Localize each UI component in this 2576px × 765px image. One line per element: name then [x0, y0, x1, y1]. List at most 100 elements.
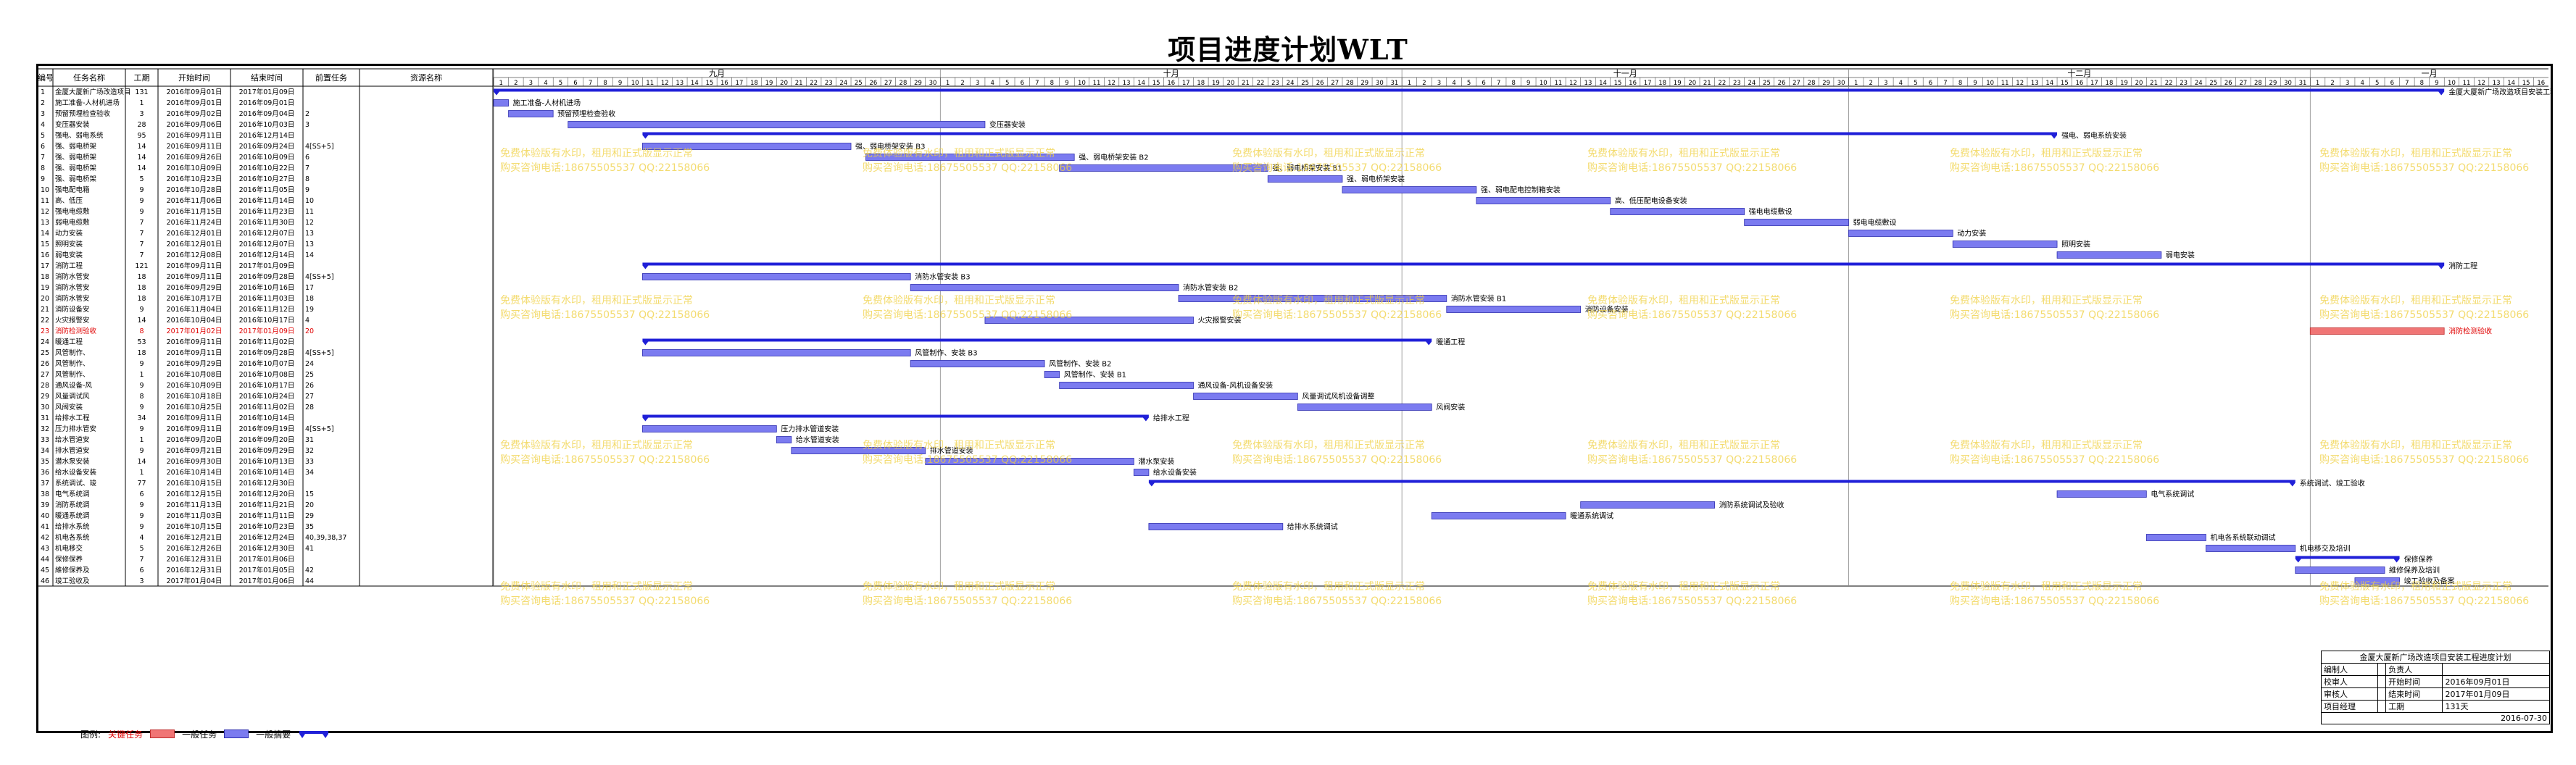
day-label: 4 [1899, 80, 1903, 87]
table-cell: 排水管道安 [55, 446, 90, 455]
bar-label: 电气系统调试 [2151, 490, 2194, 499]
table-cell: 34 [305, 469, 314, 477]
table-cell: 19 [41, 284, 49, 292]
day-label: 4 [2360, 80, 2364, 87]
table-cell: 27 [305, 393, 314, 401]
day-label: 9 [1973, 80, 1977, 87]
table-cell: 5 [41, 132, 45, 140]
day-label: 13 [2493, 80, 2501, 87]
day-label: 21 [795, 80, 803, 87]
table-cell: 2016年11月13日 [167, 501, 223, 509]
summary-bar [1148, 480, 2295, 487]
info-cell: 结束时间 [2385, 687, 2443, 701]
summary-bar [642, 132, 2058, 139]
table-cell: 2 [41, 99, 45, 107]
table-cell: 风管制作、 [55, 348, 90, 357]
day-label: 19 [1212, 80, 1220, 87]
day-label: 19 [2120, 80, 2128, 87]
task-bar [642, 349, 911, 356]
table-cell: 23 [41, 327, 49, 335]
table-cell: 9 [139, 186, 144, 194]
table-cell: 照明安装 [55, 240, 83, 248]
table-cell: 给水管道安 [55, 435, 90, 444]
day-label: 29 [2269, 80, 2277, 87]
day-label: 21 [2150, 80, 2158, 87]
table-cell: 系统调试、竣 [55, 479, 97, 488]
info-cell: 审核人 [2320, 687, 2379, 701]
table-cell: 2016年10月09日 [239, 153, 295, 162]
bar-label: 给排水系统调试 [1287, 522, 1338, 532]
day-label: 27 [1331, 80, 1339, 87]
day-label: 17 [736, 80, 744, 87]
table-cell: 2016年11月24日 [167, 218, 223, 227]
day-label: 25 [1301, 80, 1309, 87]
day-label: 23 [1733, 80, 1741, 87]
table-cell: 2017年01月02日 [167, 327, 223, 335]
bar-label: 消防工程 [2448, 262, 2477, 271]
table-cell: 9 [139, 197, 144, 205]
table-cell: 77 [137, 480, 146, 488]
day-label: 5 [2375, 80, 2379, 87]
table-cell: 4 [41, 121, 45, 129]
table-cell: 8 [139, 393, 144, 401]
table-cell: 2017年01月09日 [239, 88, 295, 96]
day-label: 10 [1078, 80, 1086, 87]
table-cell: 预留预埋检查验收 [55, 109, 111, 118]
table-cell: 风量调试风 [55, 392, 90, 401]
day-label: 10 [2448, 80, 2456, 87]
day-label: 26 [2224, 80, 2232, 87]
table-cell: 给排水工程 [55, 414, 90, 422]
day-label: 14 [691, 80, 699, 87]
day-label: 4 [544, 80, 547, 87]
table-cell: 32 [41, 425, 49, 433]
bar-label: 消防水管安装 B2 [1183, 283, 1238, 293]
day-label: 20 [2135, 80, 2143, 87]
table-cell: 动力安装 [55, 229, 83, 238]
table-cell: 暖通工程 [55, 338, 83, 346]
table-cell: 2016年09月29日 [167, 283, 223, 292]
task-bar [1044, 371, 1060, 378]
table-cell: 2016年12月21日 [167, 533, 223, 542]
bar-label: 金厦大厦新广场改造项目安装工程 [2448, 88, 2551, 97]
table-cell: 9 [305, 186, 309, 194]
day-label: 9 [1526, 80, 1530, 87]
day-label: 21 [1242, 80, 1250, 87]
table-cell: 18 [305, 295, 314, 303]
table-cell: 16 [41, 251, 49, 259]
table-cell: 2016年09月11日 [167, 131, 223, 140]
task-bar [1133, 469, 1150, 476]
table-cell: 2016年11月03日 [239, 294, 295, 303]
day-label: 12 [2016, 80, 2024, 87]
table-cell: 变压器安装 [55, 120, 90, 129]
day-label: 30 [1837, 80, 1845, 87]
bar-label: 变压器安装 [989, 120, 1026, 130]
bar-label: 系统调试、竣工验收 [2300, 479, 2365, 488]
day-label: 30 [2284, 80, 2292, 87]
project-info-table: 金厦大厦新广场改造项目安装工程进度计划 编制人 负责人 校审人 开始时间 201… [2320, 651, 2550, 724]
table-cell: 9 [139, 523, 144, 531]
day-label: 24 [1287, 80, 1295, 87]
table-cell: 14 [305, 251, 314, 259]
table-cell: 3 [41, 110, 45, 118]
info-title: 金厦大厦新广场改造项目安装工程进度计划 [2321, 651, 2550, 664]
day-label: 12 [661, 80, 669, 87]
day-label: 11 [1554, 80, 1562, 87]
day-label: 7 [2405, 80, 2409, 87]
table-cell: 13 [305, 230, 314, 238]
table-cell: 6 [139, 567, 144, 574]
day-label: 9 [1065, 80, 1068, 87]
day-label: 3 [976, 80, 979, 87]
table-cell: 4[SS+5] [305, 349, 334, 357]
table-cell: 4 [139, 534, 144, 542]
table-cell: 2016年11月12日 [239, 305, 295, 314]
bar-label: 强电、弱电系统安装 [2061, 131, 2127, 141]
day-label: 22 [1718, 80, 1726, 87]
bar-label: 给水管道安装 [796, 435, 839, 445]
table-cell: 39 [41, 501, 49, 509]
info-cell: 131天 [2442, 700, 2550, 713]
task-bar [1744, 219, 1849, 226]
table-cell: 2016年10月07日 [239, 359, 295, 368]
task-bar [1342, 186, 1477, 193]
day-label: 14 [2507, 80, 2515, 87]
table-cell: 17 [41, 262, 49, 270]
